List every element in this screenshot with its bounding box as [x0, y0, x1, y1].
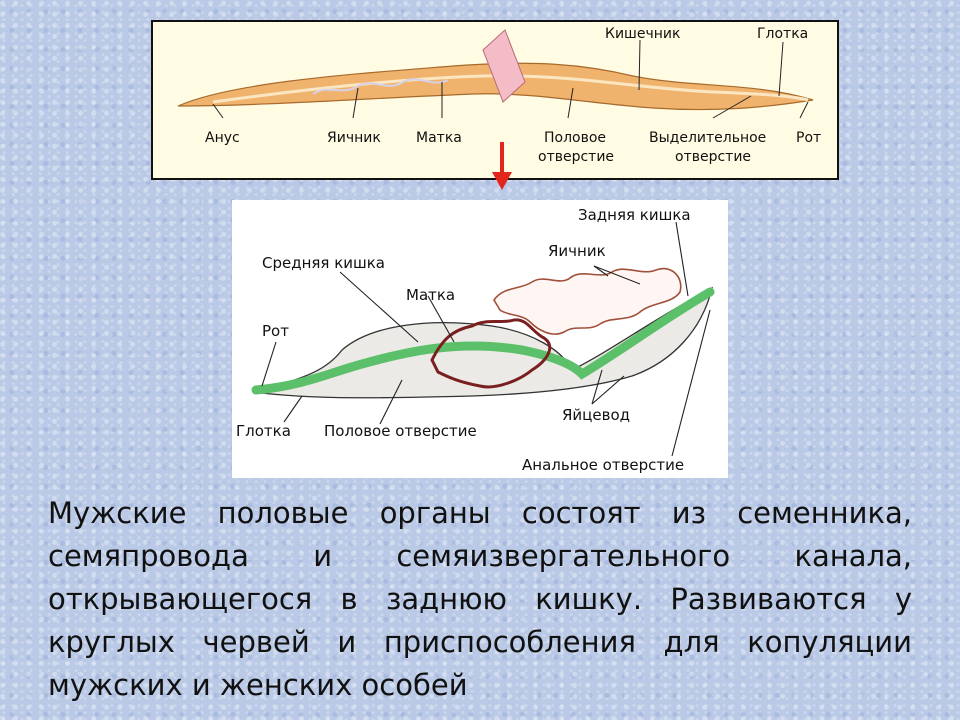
bottom-diagram-panel: Задняя кишка Яичник Средняя кишка Матка …: [232, 200, 728, 478]
label-pharynx: Глотка: [757, 26, 808, 42]
label-genital-opening-line1: Половое: [544, 130, 606, 146]
label-midgut: Средняя кишка: [262, 254, 385, 272]
label-hindgut: Задняя кишка: [578, 206, 691, 224]
label-ovary: Яичник: [327, 130, 381, 146]
label-pharynx: Глотка: [236, 422, 291, 440]
label-anus: Анус: [205, 130, 240, 146]
section-plane: [482, 29, 526, 103]
uterus-red: [430, 318, 552, 389]
pointer-lines: [212, 39, 809, 119]
worm-longitudinal-diagram: Анус Яичник Матка Половое отверстие Выде…: [177, 26, 821, 165]
down-arrow-icon: [492, 142, 512, 190]
worm-ovary-coil: [312, 78, 449, 95]
worm-body: [177, 62, 814, 111]
label-excretory-opening-line1: Выделительное: [649, 130, 766, 146]
ovary-coil: [493, 267, 682, 335]
label-uterus: Матка: [406, 286, 455, 304]
label-mouth: Рот: [262, 322, 289, 340]
label-intestine: Кишечник: [605, 26, 680, 42]
label-uterus: Матка: [416, 130, 462, 146]
label-genital-opening: Половое отверстие: [324, 422, 477, 440]
description-paragraph: Мужские половые органы состоят из семенн…: [48, 496, 912, 702]
label-oviduct: Яйцевод: [562, 406, 630, 424]
label-anal-opening: Анальное отверстие: [522, 456, 684, 474]
worm-intestine: [212, 74, 809, 104]
label-genital-opening-line2: отверстие: [538, 149, 614, 165]
label-mouth: Рот: [796, 130, 821, 146]
top-diagram-panel: Анус Яичник Матка Половое отверстие Выде…: [151, 20, 839, 180]
label-ovary: Яичник: [548, 242, 606, 260]
pointer-lines-bottom: [261, 221, 711, 457]
label-excretory-opening-line2: отверстие: [675, 149, 751, 165]
intestine-green: [251, 287, 715, 395]
worm-anatomy-diagram: Задняя кишка Яичник Средняя кишка Матка …: [236, 206, 715, 474]
